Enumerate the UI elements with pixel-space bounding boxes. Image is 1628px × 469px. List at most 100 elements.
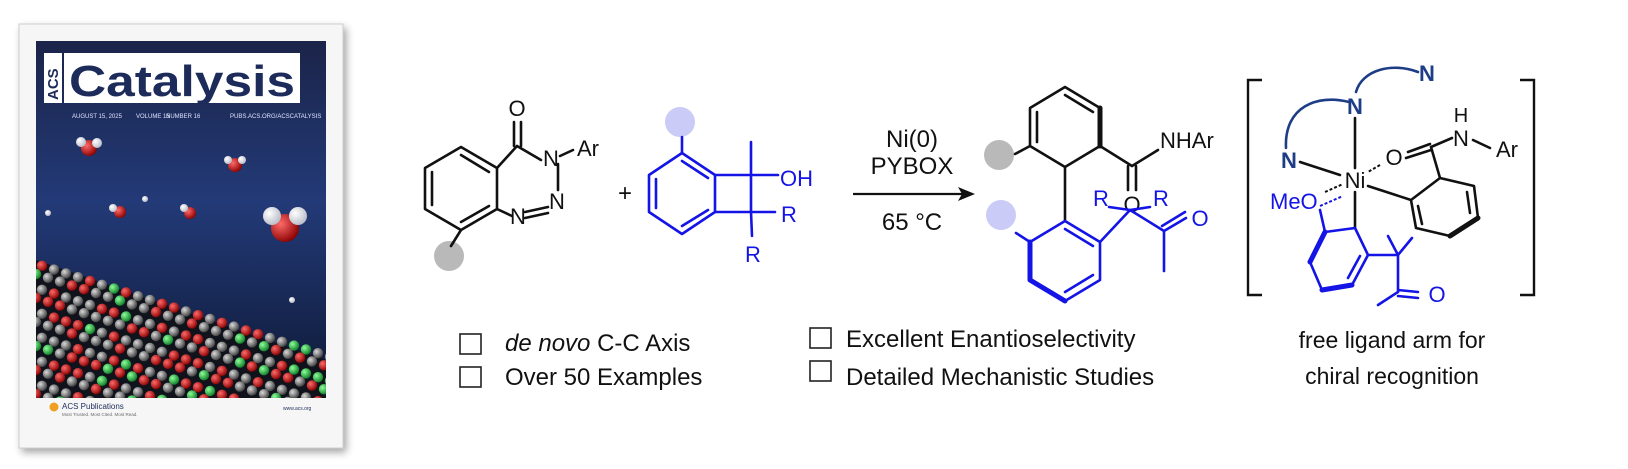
atom-sphere	[264, 380, 276, 392]
atom-sphere	[96, 375, 108, 386]
atom-sphere	[300, 368, 312, 379]
atom-sphere	[48, 336, 60, 347]
atom-sphere	[168, 374, 180, 385]
grey-substituent-dot	[984, 140, 1014, 170]
atom-sphere	[120, 311, 132, 322]
atom-sphere	[264, 332, 276, 344]
atom-sphere	[294, 352, 306, 363]
atom-sphere	[54, 300, 66, 311]
atom-sphere	[102, 291, 114, 302]
atom-sphere	[60, 316, 72, 327]
atom-sphere	[72, 272, 84, 283]
atom-sphere	[180, 330, 192, 341]
atom-sphere	[234, 333, 246, 344]
atom-label: N	[549, 189, 565, 214]
atom-sphere	[42, 272, 54, 283]
atom-sphere	[114, 367, 126, 378]
atom-sphere	[84, 299, 96, 311]
atom-sphere	[252, 353, 264, 364]
checkbox-icon	[459, 333, 482, 355]
atom-sphere	[313, 396, 323, 398]
reaction-arrow: Ni(0) PYBOX 65 °C	[853, 126, 975, 236]
atom-sphere	[192, 382, 204, 393]
atom-sphere	[284, 396, 292, 398]
atom-sphere	[102, 387, 114, 398]
atom-sphere	[246, 385, 258, 396]
atom-label: R	[745, 242, 761, 267]
complex-caption-line: free ligand arm for	[1299, 327, 1486, 353]
atom-sphere	[54, 324, 66, 335]
atom-label: R	[1153, 186, 1169, 211]
atom-sphere	[90, 287, 102, 299]
atom-sphere	[36, 308, 48, 319]
lavender-substituent-dot	[665, 107, 695, 137]
atom-sphere	[186, 390, 198, 398]
atom-sphere	[60, 388, 72, 398]
atom-sphere	[288, 388, 300, 398]
atom-sphere	[90, 383, 102, 395]
atom-sphere	[156, 370, 168, 381]
condition-temperature: 65 °C	[882, 209, 942, 236]
right-bracket	[1520, 78, 1536, 297]
atom-sphere	[198, 370, 210, 381]
atom-sphere	[84, 275, 96, 287]
atom-sphere	[246, 337, 258, 348]
feature-text: Over 50 Examples	[505, 364, 702, 391]
atom-sphere	[60, 364, 72, 375]
atom-sphere	[216, 341, 228, 352]
atom-sphere	[318, 384, 326, 395]
checkbox-icon	[809, 360, 832, 382]
atom-sphere	[54, 348, 66, 359]
atom-sphere	[210, 325, 222, 337]
atom-sphere	[42, 296, 54, 307]
atom-sphere	[54, 372, 66, 383]
atom-sphere	[306, 380, 318, 391]
atom-sphere	[204, 313, 216, 325]
atom-sphere	[162, 358, 174, 369]
atom-sphere	[258, 365, 270, 376]
atom-sphere	[180, 306, 192, 317]
atom-sphere	[60, 340, 72, 351]
atom-sphere	[216, 365, 228, 376]
atom-sphere	[42, 368, 54, 379]
atom-sphere	[228, 369, 240, 380]
atom-sphere	[36, 332, 48, 343]
atom-sphere	[270, 368, 282, 380]
atom-sphere	[186, 318, 198, 329]
atom-sphere	[174, 314, 186, 325]
atom-sphere	[150, 330, 162, 342]
atom-sphere	[96, 279, 108, 290]
atom-sphere	[132, 363, 144, 374]
metal-label: Ni	[1345, 168, 1366, 193]
atom-sphere	[204, 361, 216, 373]
atom-sphere	[72, 296, 84, 307]
atom-sphere	[240, 349, 252, 360]
checkbox-icon	[459, 366, 482, 388]
atom-sphere	[138, 375, 150, 386]
atom-sphere	[162, 334, 174, 345]
atom-label: O	[1385, 145, 1402, 170]
atom-label: N	[1419, 61, 1435, 86]
atom-label: H	[1454, 105, 1468, 127]
atom-sphere	[66, 328, 78, 339]
atom-sphere	[120, 287, 132, 298]
atom-sphere	[78, 284, 90, 295]
journal-url: PUBS.ACS.ORG/ACSCATALYSIS	[230, 114, 321, 120]
plus-sign: +	[618, 180, 632, 207]
atom-sphere	[192, 358, 204, 369]
atom-sphere	[36, 364, 42, 376]
atom-sphere	[198, 346, 210, 357]
atom-sphere	[84, 347, 96, 359]
atom-sphere	[36, 316, 42, 328]
atom-sphere	[48, 312, 60, 323]
atom-sphere	[288, 340, 300, 351]
atom-sphere	[36, 380, 48, 391]
atom-sphere	[216, 389, 228, 398]
atom-label: OH	[780, 166, 813, 191]
atom-sphere	[180, 378, 192, 389]
atom-sphere	[174, 362, 186, 373]
atom-sphere	[36, 388, 42, 398]
atom-sphere	[72, 368, 84, 379]
complex-caption-line: chiral recognition	[1305, 363, 1479, 389]
atom-sphere	[48, 264, 60, 275]
